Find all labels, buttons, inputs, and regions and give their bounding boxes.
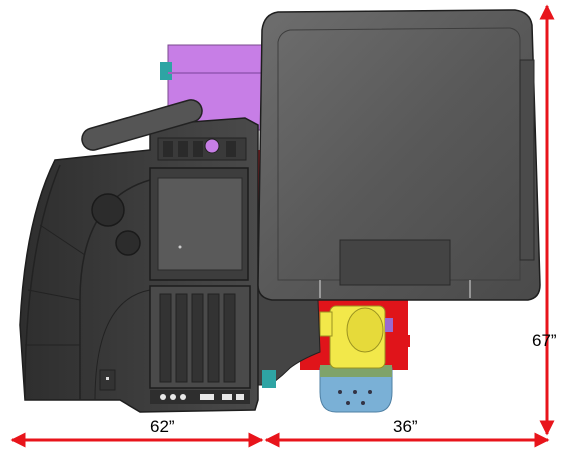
depth-label: 36” bbox=[393, 417, 418, 436]
handle-bar bbox=[81, 99, 203, 151]
height-dimension: 67” bbox=[532, 4, 557, 436]
control-panel-top bbox=[157, 137, 247, 161]
display-screen bbox=[149, 167, 249, 281]
height-label: 67” bbox=[532, 331, 557, 350]
blue-green-component bbox=[319, 365, 393, 413]
duct bbox=[254, 281, 321, 388]
width-dimension: 62” bbox=[10, 417, 264, 448]
vent-grille bbox=[149, 285, 251, 389]
yellow-component bbox=[319, 305, 393, 369]
width-label: 62” bbox=[150, 417, 175, 436]
depth-dimension: 36” bbox=[264, 417, 550, 448]
lid-cover bbox=[257, 9, 541, 301]
button-strip bbox=[150, 390, 250, 404]
